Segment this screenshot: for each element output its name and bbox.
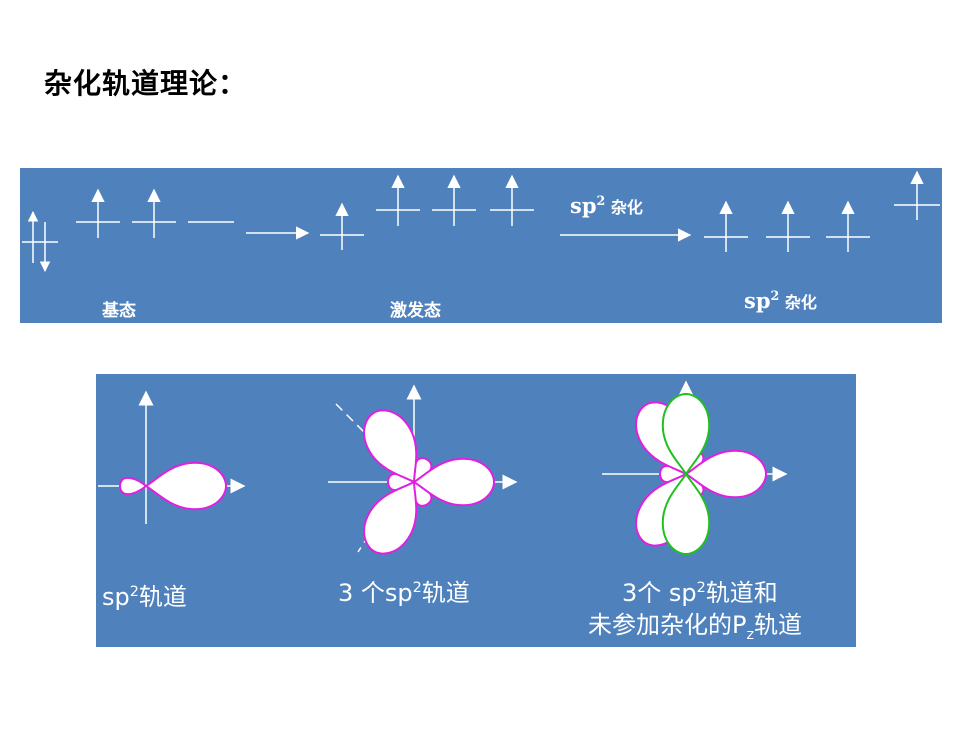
excited-2p-orbital-1	[376, 174, 420, 226]
excited-2p-orbital-2	[432, 174, 476, 226]
hybrid-state-label: sp2 杂化	[744, 288, 817, 313]
sp2-orbital-3	[826, 200, 870, 252]
energy-level-diagram	[22, 170, 940, 273]
orbital-shapes-panel: sp2轨道 3 个sp2轨道 3个 sp2轨道和 未参加杂化的Pz轨道	[96, 374, 856, 647]
sp2-with-pz-orbital	[602, 380, 788, 556]
sp2-orbital-2	[766, 200, 810, 252]
three-sp2-label: 3 个sp2轨道	[338, 579, 470, 607]
energy-level-panel: sp2 杂化 基态 激发态 sp2 杂化	[20, 168, 942, 323]
three-sp2-orbitals	[328, 384, 518, 564]
ground-2s-orbital	[22, 210, 58, 273]
orbital-shapes-diagram	[98, 380, 788, 564]
excited-state-label: 激发态	[390, 301, 441, 321]
combined-orbital-label-line1: 3个 sp2轨道和	[622, 579, 778, 607]
excited-2p-orbital-3	[490, 174, 534, 226]
ground-2p-orbital-1	[76, 188, 120, 238]
ground-state-label: 基态	[102, 301, 136, 321]
page-title: 杂化轨道理论：	[44, 67, 248, 100]
sp2-orbital-1	[704, 200, 748, 252]
hybridization-arrow-label: sp2 杂化	[570, 193, 643, 218]
single-sp2-orbital	[98, 390, 246, 524]
excited-2s-orbital	[320, 202, 364, 250]
ground-2p-orbital-2	[132, 188, 176, 238]
combined-orbital-label-line2: 未参加杂化的Pz轨道	[588, 611, 803, 643]
unhybridized-p-orbital	[894, 170, 940, 220]
single-sp2-label: sp2轨道	[102, 583, 187, 611]
